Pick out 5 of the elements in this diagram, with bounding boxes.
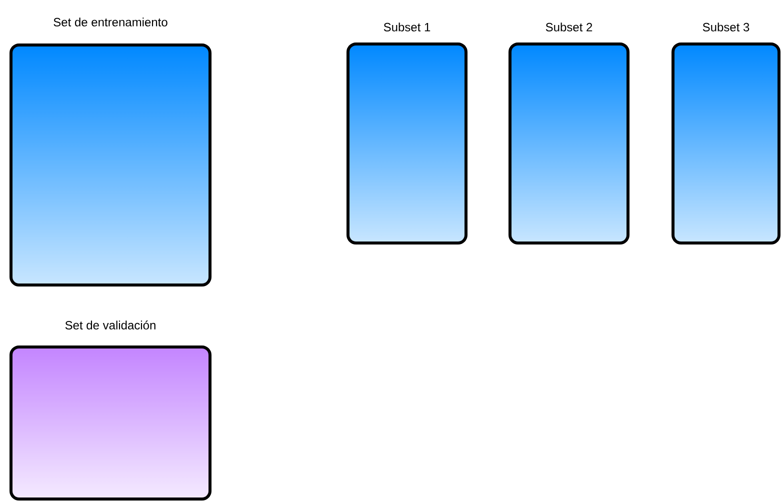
panel-title: Subset 1 [384,22,430,32]
panel-title: Subset 3 [702,22,750,32]
panel-title: Set de validación [65,320,156,330]
panel-title: Set de entrenamiento [54,18,168,26]
panel-title: Subset 2 [546,22,592,32]
